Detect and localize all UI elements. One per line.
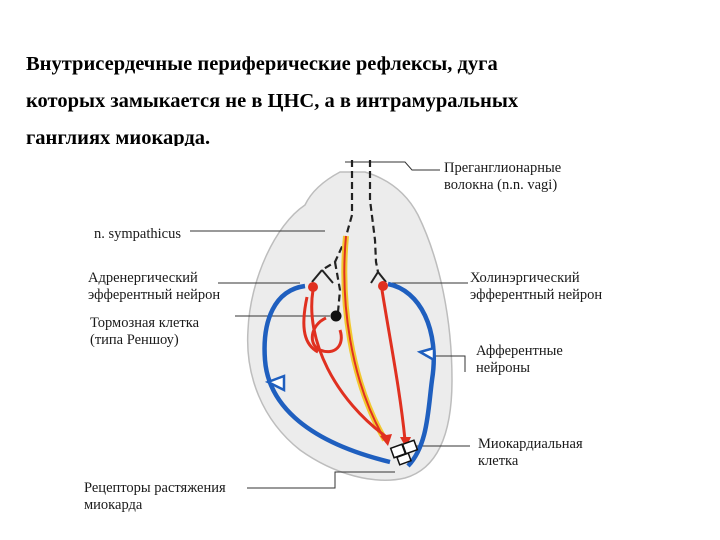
label-line: n. sympathicus	[94, 226, 181, 242]
label-line: миокарда	[84, 497, 143, 513]
label-line: (типа Реншоу)	[90, 332, 179, 348]
label-afferent-neurons: Афферентные нейроны	[476, 343, 563, 377]
label-cholinergic-neuron: Холинэргический эфферентный нейрон	[470, 270, 602, 304]
label-line: эфферентный нейрон	[88, 287, 221, 303]
cholinergic-neuron-body	[378, 281, 388, 291]
title-line-3: ганглиях миокарда.	[26, 127, 211, 146]
label-line: Тормозная клетка	[90, 315, 200, 331]
fiber-branches	[311, 269, 387, 284]
title-line-2: которых замыкается не в ЦНС, а в интраму…	[26, 90, 519, 112]
label-line: Афферентные	[476, 343, 563, 359]
efferent-neurons	[302, 289, 407, 441]
label-line: Преганглионарные	[444, 160, 562, 176]
label-line: волокна (n.n. vagi)	[444, 177, 558, 193]
label-stretch-receptors: Рецепторы растяжения миокарда	[84, 480, 226, 514]
label-sympathicus: n. sympathicus	[94, 226, 181, 243]
myocardial-cell	[389, 439, 419, 466]
arrowheads	[380, 434, 411, 448]
label-preganglionic-fibers: Преганглионарные волокна (n.n. vagi)	[444, 160, 561, 194]
slide-title: Внутрисердечные периферические рефлексы,…	[26, 46, 706, 146]
title-line-1: Внутрисердечные периферические рефлексы,…	[26, 53, 498, 75]
label-line: Рецепторы растяжения	[84, 480, 226, 496]
label-myocardial-cell: Миокардиальная клетка	[478, 436, 583, 470]
label-line: эфферентный нейрон	[470, 287, 603, 303]
label-line: Миокардиальная	[478, 436, 583, 452]
inhibitory-cell-body	[330, 310, 342, 322]
label-line: клетка	[478, 453, 519, 469]
afferent-neurons	[262, 281, 436, 468]
label-inhibitory-cell: Тормозная клетка (типа Реншоу)	[90, 315, 199, 349]
label-line: Адренергический	[88, 270, 198, 286]
leader-lines	[190, 161, 470, 489]
label-line: нейроны	[476, 360, 530, 376]
label-adrenergic-neuron: Адренергический эфферентный нейрон	[88, 270, 220, 304]
afferent-markers	[264, 346, 436, 393]
label-line: Холинэргический	[470, 270, 580, 286]
adrenergic-neuron-body	[308, 282, 318, 292]
